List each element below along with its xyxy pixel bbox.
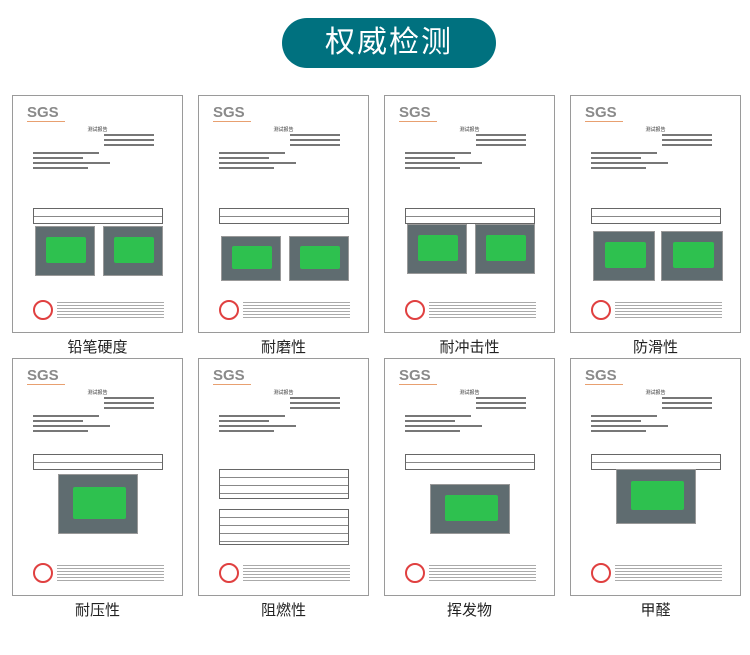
report-meta [662, 397, 712, 412]
report-heading: 测试报告 [273, 127, 294, 133]
report-meta [290, 134, 340, 149]
report-text [405, 415, 515, 435]
certification-stamp-icon [219, 300, 239, 320]
report-heading: 测试报告 [645, 127, 666, 133]
report-card[interactable]: SGS 测试报告 [384, 95, 555, 333]
sample-photo [289, 236, 349, 281]
report-heading: 测试报告 [645, 390, 666, 396]
fine-print [57, 302, 164, 320]
result-table [405, 208, 535, 224]
sgs-logo: SGS [27, 367, 65, 385]
report-card[interactable]: SGS 测试报告 [12, 95, 183, 333]
sample-photo [616, 469, 696, 524]
report-heading: 测试报告 [273, 390, 294, 396]
sample-photo [593, 231, 655, 281]
report-card[interactable]: SGS 测试报告 [198, 358, 369, 596]
report-heading: 测试报告 [459, 390, 480, 396]
result-table [405, 454, 535, 470]
sample-photo [430, 484, 510, 534]
report-heading: 测试报告 [459, 127, 480, 133]
report-card[interactable]: SGS 测试报告 [570, 358, 741, 596]
report-text [591, 415, 701, 435]
result-table [33, 454, 163, 470]
report-text [405, 152, 515, 172]
report-card[interactable]: SGS 测试报告 [384, 358, 555, 596]
fine-print [615, 302, 722, 320]
certification-stamp-icon [33, 563, 53, 583]
report-text [591, 152, 701, 172]
sample-photo [221, 236, 281, 281]
certification-stamp-icon [591, 563, 611, 583]
report-caption: 耐压性 [74, 601, 120, 619]
report-card[interactable]: SGS 测试报告 [12, 358, 183, 596]
result-table [33, 208, 163, 224]
certification-stamp-icon [405, 300, 425, 320]
report-caption: 耐磨性 [260, 338, 306, 356]
sample-photo [475, 224, 535, 274]
report-meta [476, 134, 526, 149]
sample-photo [407, 224, 467, 274]
sgs-logo: SGS [27, 104, 65, 122]
report-text [33, 152, 143, 172]
sgs-logo: SGS [585, 367, 623, 385]
result-table [219, 509, 349, 545]
result-table [219, 208, 349, 224]
report-heading: 测试报告 [87, 390, 108, 396]
fine-print [615, 565, 722, 583]
result-table [591, 454, 721, 470]
report-caption: 铅笔硬度 [67, 338, 128, 356]
sgs-logo: SGS [585, 104, 623, 122]
sample-photo [35, 226, 95, 276]
report-heading: 测试报告 [87, 127, 108, 133]
fine-print [243, 302, 350, 320]
fine-print [243, 565, 350, 583]
fine-print [429, 302, 536, 320]
report-text [33, 415, 143, 435]
sgs-logo: SGS [213, 367, 251, 385]
report-meta [476, 397, 526, 412]
report-meta [290, 397, 340, 412]
report-text [219, 415, 329, 435]
report-card[interactable]: SGS 测试报告 [570, 95, 741, 333]
report-text [219, 152, 329, 172]
report-meta [662, 134, 712, 149]
report-card[interactable]: SGS 测试报告 [198, 95, 369, 333]
sample-photo [661, 231, 723, 281]
section-title: 权威检测 [282, 18, 496, 68]
sgs-logo: SGS [399, 367, 437, 385]
fine-print [429, 565, 536, 583]
result-table [219, 469, 349, 499]
sgs-logo: SGS [399, 104, 437, 122]
certification-stamp-icon [219, 563, 239, 583]
report-meta [104, 397, 154, 412]
report-caption: 甲醛 [640, 601, 671, 619]
report-meta [104, 134, 154, 149]
sample-photo [58, 474, 138, 534]
certification-stamp-icon [33, 300, 53, 320]
certification-stamp-icon [591, 300, 611, 320]
report-caption: 防滑性 [632, 338, 678, 356]
sample-photo [103, 226, 163, 276]
sgs-logo: SGS [213, 104, 251, 122]
result-table [591, 208, 721, 224]
report-caption: 挥发物 [446, 601, 492, 619]
certification-stamp-icon [405, 563, 425, 583]
report-caption: 阻燃性 [260, 601, 306, 619]
fine-print [57, 565, 164, 583]
report-caption: 耐冲击性 [439, 338, 500, 356]
